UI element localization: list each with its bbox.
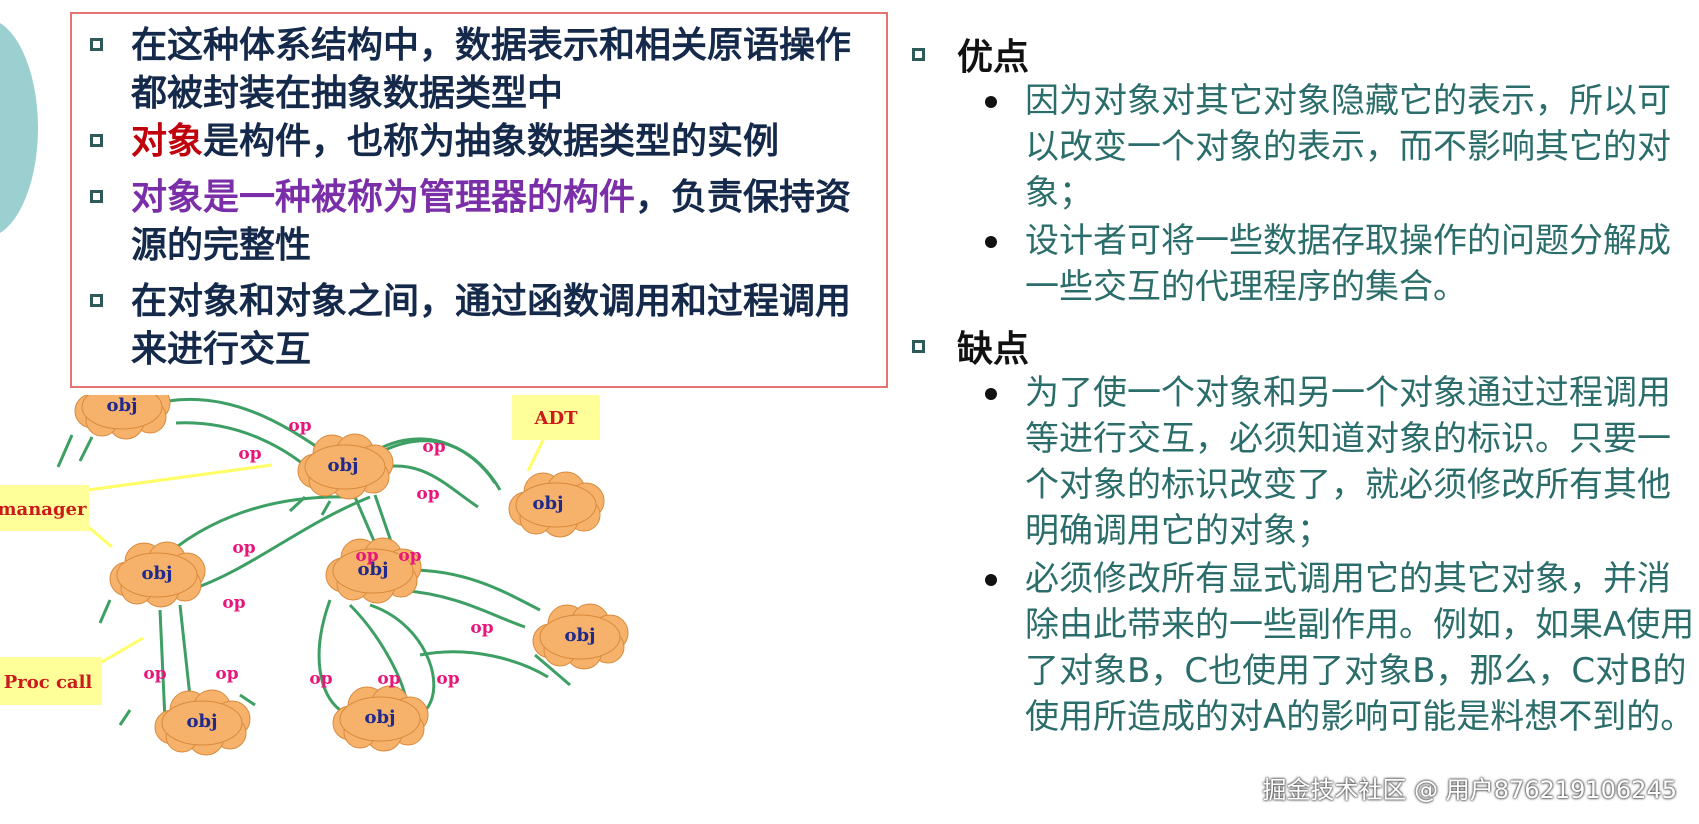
advantages-heading: 优点	[957, 37, 1030, 78]
op-label: op	[238, 444, 261, 464]
disadvantage-bullet-1: 为了使一个对象和另一个对象通过过程调用等进行交互，必须知道对象的标识。只要一个对…	[985, 370, 1685, 554]
obj-label: obj	[564, 625, 595, 646]
obj-label: obj	[364, 707, 395, 728]
obj-label: obj	[357, 559, 388, 580]
obj-label: obj	[186, 711, 217, 732]
disadvantage-text-1: 为了使一个对象和另一个对象通过过程调用等进行交互，必须知道对象的标识。只要一个对…	[1025, 373, 1671, 551]
definition-text-1: 在这种体系结构中，数据表示和相关原语操作都被封装在抽象数据类型中	[131, 25, 852, 114]
obj-label: obj	[532, 493, 563, 514]
callout-adt: ADT	[512, 395, 600, 440]
obj-label: obj	[106, 395, 137, 416]
op-label: op	[436, 669, 459, 689]
definition-text-4: 在对象和对象之间，通过函数调用和过程调用来进行交互	[131, 281, 852, 370]
callout-proc-call-label: Proc call	[4, 672, 93, 693]
definition-text-3: ，负责保持资源的完整性	[131, 177, 852, 266]
op-label: op	[416, 484, 439, 504]
square-bullet-icon	[90, 134, 103, 147]
callout-manager: manager	[0, 485, 89, 531]
manager-emphasis: 对象是一种被称为管理器的构件	[131, 177, 636, 218]
op-label: op	[309, 669, 332, 689]
object-diagram: obj obj obj obj obj obj obj obj op op op…	[0, 395, 629, 756]
op-label: op	[222, 593, 245, 613]
square-bullet-icon	[912, 47, 925, 61]
op-label: op	[398, 546, 421, 566]
bullet-dot-icon	[985, 96, 997, 108]
definition-box: 在这种体系结构中，数据表示和相关原语操作都被封装在抽象数据类型中 对象是构件，也…	[70, 12, 888, 388]
op-label: op	[215, 664, 238, 684]
disadvantage-bullet-2: 必须修改所有显式调用它的其它对象，并消除由此带来的一些副作用。例如，如果A使用了…	[985, 556, 1697, 740]
square-bullet-icon	[912, 339, 925, 353]
obj-label: obj	[327, 455, 358, 476]
advantage-text-1: 因为对象对其它对象隐藏它的表示，所以可以改变一个对象的表示，而不影响其它的对象；	[1025, 81, 1671, 213]
square-bullet-icon	[90, 294, 103, 307]
disadvantage-text-2: 必须修改所有显式调用它的其它对象，并消除由此带来的一些副作用。例如，如果A使用了…	[1025, 559, 1695, 737]
watermark: 掘金技术社区 @ 用户876219106245	[1262, 776, 1678, 804]
definition-text-2: 是构件，也称为抽象数据类型的实例	[203, 121, 780, 162]
op-label: op	[288, 416, 311, 436]
advantage-text-2: 设计者可将一些数据存取操作的问题分解成一些交互的代理程序的集合。	[1025, 221, 1671, 307]
bullet-dot-icon	[985, 388, 997, 400]
op-label: op	[377, 669, 400, 689]
op-label: op	[470, 618, 493, 638]
op-label: op	[143, 664, 166, 684]
definition-item-1: 在这种体系结构中，数据表示和相关原语操作都被封装在抽象数据类型中	[90, 22, 866, 118]
square-bullet-icon	[90, 38, 103, 51]
advantage-bullet-1: 因为对象对其它对象隐藏它的表示，所以可以改变一个对象的表示，而不影响其它的对象；	[985, 78, 1685, 216]
callout-adt-label: ADT	[534, 408, 579, 429]
decorative-circle	[0, 18, 38, 238]
advantages-heading-row: 优点	[912, 28, 1029, 80]
obj-label: obj	[141, 563, 172, 584]
object-emphasis: 对象	[131, 121, 204, 162]
callout-manager-label: manager	[0, 499, 87, 520]
disadvantages-heading: 缺点	[957, 329, 1030, 370]
bullet-dot-icon	[985, 574, 997, 586]
op-label: op	[355, 546, 378, 566]
definition-item-4: 在对象和对象之间，通过函数调用和过程调用来进行交互	[90, 278, 866, 374]
callout-proc-call: Proc call	[0, 657, 102, 705]
advantage-bullet-2: 设计者可将一些数据存取操作的问题分解成一些交互的代理程序的集合。	[985, 218, 1685, 310]
bullet-dot-icon	[985, 236, 997, 248]
definition-item-3: 对象是一种被称为管理器的构件，负责保持资源的完整性	[90, 174, 866, 270]
square-bullet-icon	[90, 190, 103, 203]
op-label: op	[232, 538, 255, 558]
definition-item-2: 对象是构件，也称为抽象数据类型的实例	[90, 118, 866, 166]
disadvantages-heading-row: 缺点	[912, 320, 1029, 372]
op-label: op	[422, 437, 445, 457]
